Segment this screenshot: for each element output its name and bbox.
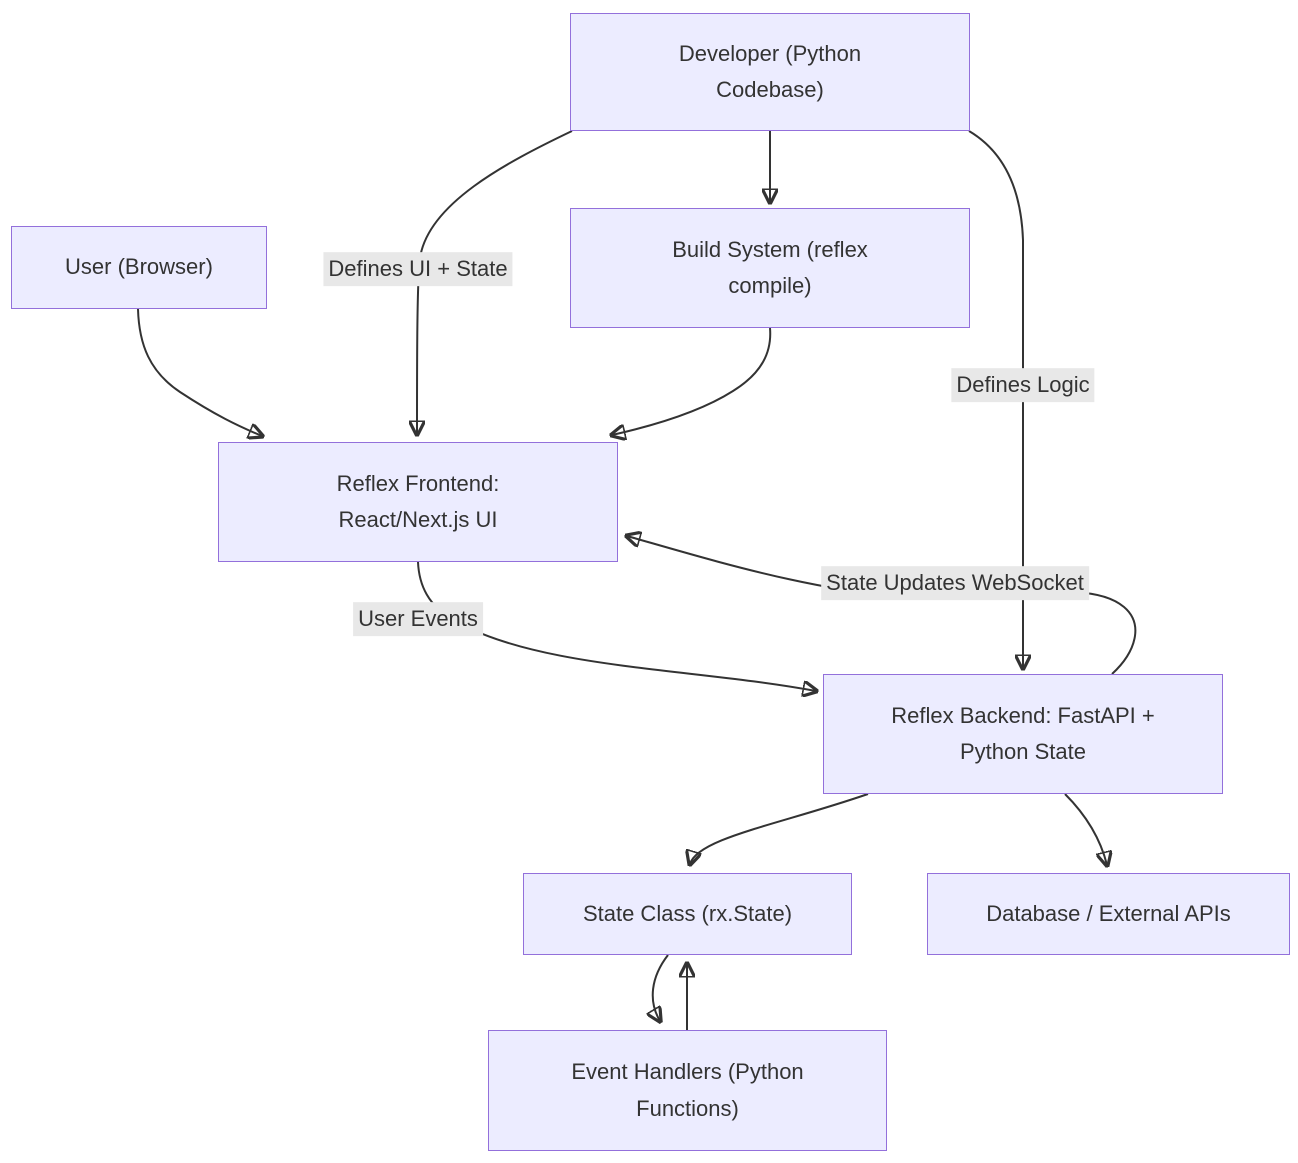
edge-frontend-to-backend [417,561,816,691]
edge-label-state-updates-websocket: State Updates WebSocket [821,566,1089,600]
node-user-label: User (Browser) [65,254,213,280]
node-database: Database / External APIs [927,873,1290,955]
node-build-system-label-line1: Build System (reflex [672,236,868,262]
edge-developer-to-backend [968,130,1023,668]
node-reflex-frontend-label-line1: Reflex Frontend: [336,470,500,496]
edge-label-user-events: User Events [353,602,483,636]
node-state-class: State Class (rx.State) [523,873,852,955]
node-event-handlers-label-line2: Functions) [636,1095,739,1121]
node-build-system: Build System (reflex compile) [570,208,970,328]
edge-backend-to-stateclass [690,793,869,864]
node-reflex-backend: Reflex Backend: FastAPI + Python State [823,674,1223,794]
node-reflex-backend-label-line2: Python State [960,739,1086,764]
edge-label-defines-ui-state: Defines UI + State [323,252,513,286]
edge-backend-to-database [1064,793,1107,865]
node-event-handlers-label-line1: Event Handlers (Python [571,1059,804,1085]
node-reflex-backend-label-line1: Reflex Backend: FastAPI + [891,702,1155,728]
edge-user-to-frontend [137,308,262,436]
node-developer: Developer (Python Codebase) [570,13,970,131]
edge-buildsystem-to-frontend [612,327,772,435]
node-database-label: Database / External APIs [986,900,1231,926]
edge-stateclass-to-eventhandlers [653,954,669,1021]
node-event-handlers: Event Handlers (Python Functions) [488,1030,887,1151]
node-developer-label-line1: Developer (Python [678,40,862,66]
edge-backend-to-frontend [627,536,1137,675]
node-state-class-label: State Class (rx.State) [582,900,793,926]
node-user: User (Browser) [11,226,267,309]
node-build-system-label-line2: compile) [728,273,812,298]
edge-label-defines-logic: Defines Logic [951,368,1095,402]
node-reflex-frontend-label-line2: React/Next.js UI [338,507,498,532]
node-developer-label-line2: Codebase) [716,77,824,102]
node-reflex-frontend: Reflex Frontend: React/Next.js UI [218,442,618,562]
